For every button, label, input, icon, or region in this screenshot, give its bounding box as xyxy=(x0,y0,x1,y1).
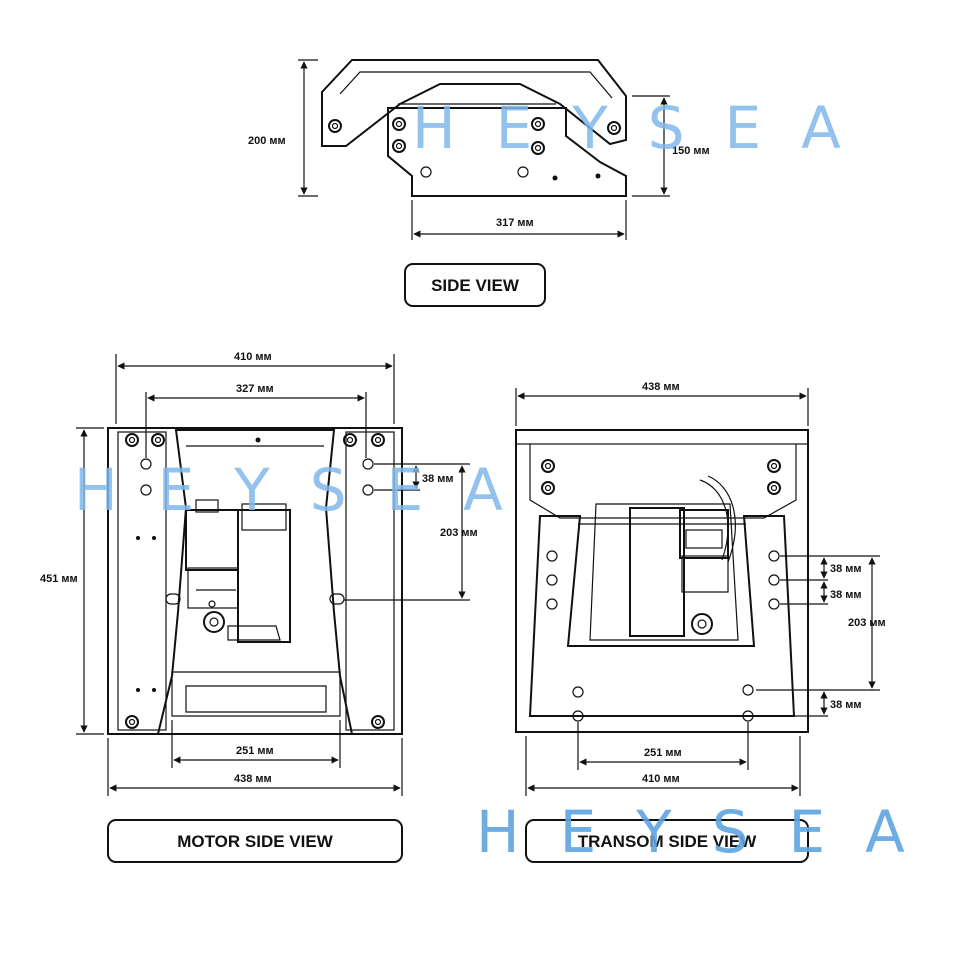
motor-side-dim-top-outer: 410 мм xyxy=(234,351,272,363)
motor-side-view: 410 мм 327 мм 38 мм 203 мм 451 мм 251 мм… xyxy=(40,351,478,863)
motor-side-dim-hole-spacing: 38 мм xyxy=(422,473,454,485)
transom-side-dim-top: 438 мм xyxy=(642,381,680,393)
watermark-bottom: HEYSEA xyxy=(476,798,945,866)
side-view-bolts xyxy=(328,117,621,181)
transom-side-dim-hole-span: 203 мм xyxy=(848,617,886,629)
motor-side-dim-bottom-outer: 438 мм xyxy=(234,773,272,785)
side-view-dim-bracket-height: 150 мм xyxy=(672,145,710,157)
motor-side-dim-height: 451 мм xyxy=(40,573,78,585)
side-view-dim-height: 200 мм xyxy=(248,135,286,147)
transom-side-dim-hole-spacing-1: 38 мм xyxy=(830,563,862,575)
transom-side-housing xyxy=(528,515,796,717)
motor-side-holes xyxy=(125,433,385,729)
side-view-label-box xyxy=(404,263,546,307)
transom-side-title: TRANSOM SIDE VIEW xyxy=(578,832,757,851)
transom-side-frame xyxy=(515,429,809,733)
watermarks: HEYSEA HEYSEA HEYSEA xyxy=(74,94,945,866)
motor-side-label-box xyxy=(107,819,403,863)
motor-side-title: MOTOR SIDE VIEW xyxy=(177,832,333,851)
motor-side-housing xyxy=(156,429,354,735)
motor-side-pump xyxy=(185,499,291,643)
side-view-arch xyxy=(321,59,627,147)
transom-side-label-box xyxy=(525,819,809,863)
side-view-title: SIDE VIEW xyxy=(431,276,520,295)
transom-side-dim-bottom-inner: 251 мм xyxy=(644,747,682,759)
transom-side-pump xyxy=(629,475,736,637)
transom-side-dim-hole-spacing-3: 38 мм xyxy=(830,699,862,711)
transom-side-view: 438 мм 38 мм 38 мм 203 мм 38 мм 251 мм 4… xyxy=(515,381,886,863)
transom-side-dim-bottom-outer: 410 мм xyxy=(642,773,680,785)
motor-side-dim-top-inner: 327 мм xyxy=(236,383,274,395)
side-view-dim-width: 317 мм xyxy=(496,217,534,229)
watermark-middle: HEYSEA xyxy=(74,456,543,524)
side-view: 200 мм 150 мм 317 мм SIDE VIEW xyxy=(248,59,710,307)
transom-side-holes xyxy=(541,459,781,722)
watermark-top: HEYSEA xyxy=(412,94,881,162)
motor-side-dim-bottom-inner: 251 мм xyxy=(236,745,274,757)
side-view-bracket xyxy=(387,107,627,197)
motor-side-dim-hole-span: 203 мм xyxy=(440,527,478,539)
transom-side-dim-hole-spacing-2: 38 мм xyxy=(830,589,862,601)
